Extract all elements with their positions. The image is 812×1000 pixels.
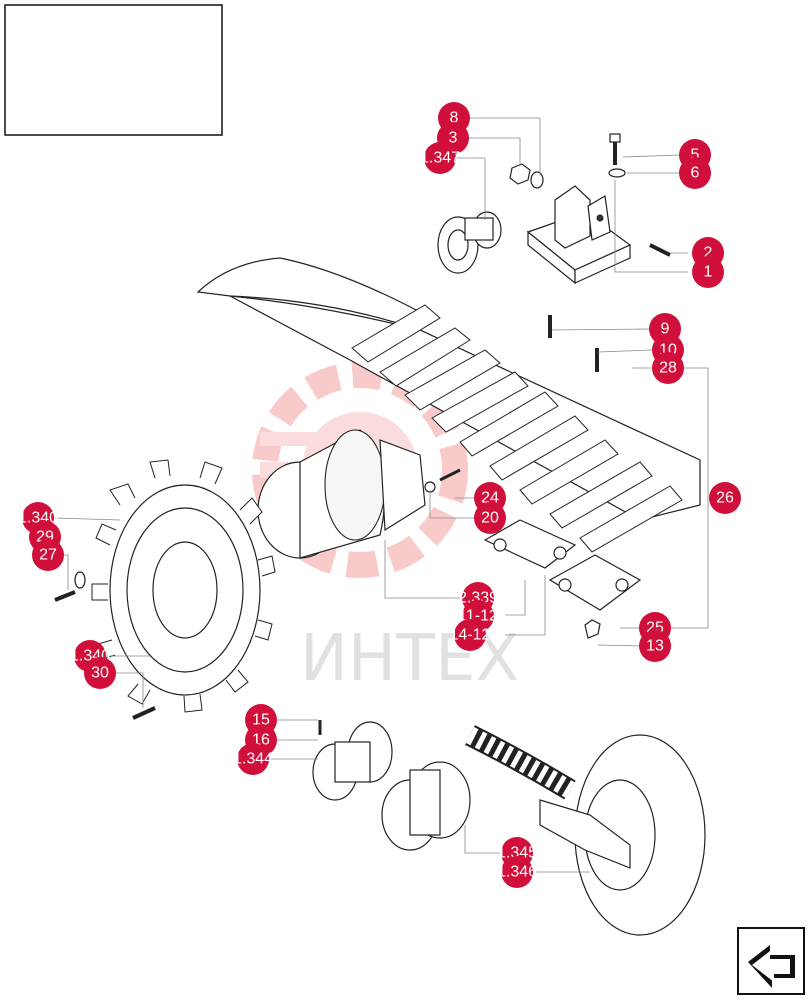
- callout-label: 5: [691, 147, 700, 164]
- callout-label: 2: [704, 245, 713, 262]
- callout-label: 28: [659, 360, 677, 377]
- callout-1346[interactable]: 1.346: [497, 856, 537, 888]
- callout-1347[interactable]: 1.347: [420, 142, 460, 174]
- recoil-spring: [465, 725, 576, 800]
- callout-1[interactable]: 1: [692, 256, 724, 288]
- track-bolts: [548, 315, 599, 372]
- callout-marker: [424, 142, 456, 174]
- callout-label: 1.344: [233, 751, 273, 768]
- callout-marker: [679, 157, 711, 189]
- callout-marker: [84, 657, 116, 689]
- callout-26[interactable]: 26: [709, 482, 741, 514]
- callout-label: 13: [646, 638, 664, 655]
- callout-label: 20: [481, 510, 499, 527]
- title-box: [4, 4, 223, 136]
- callout-label: 1: [704, 264, 713, 281]
- callout-label: 27: [39, 547, 57, 564]
- callout-marker: [237, 743, 269, 775]
- callout-marker: [652, 352, 684, 384]
- track-link: [548, 554, 642, 639]
- callout-marker: [639, 630, 671, 662]
- callout-marker: [474, 502, 506, 534]
- callout-label: 2.339: [458, 590, 498, 607]
- callout-6[interactable]: 6: [679, 157, 711, 189]
- callout-13[interactable]: 13: [639, 630, 671, 662]
- roller-bracket: [526, 185, 632, 285]
- callout-label: 1.347: [420, 150, 460, 167]
- next-page-arrow-icon: [748, 945, 795, 988]
- carrier-roller: [437, 211, 502, 274]
- callout-20[interactable]: 20: [474, 502, 506, 534]
- callout-label: 9: [661, 321, 670, 338]
- idler-wheel: [539, 734, 706, 936]
- callout-label: 6: [691, 165, 700, 182]
- lower-roller: [381, 761, 471, 851]
- callout-label: 14-12: [450, 627, 491, 644]
- callout-marker: [32, 539, 64, 571]
- track-shoe-assembly: [196, 257, 701, 553]
- callout-marker: [709, 482, 741, 514]
- bracket-bolts: [608, 133, 671, 257]
- callout-marker: [454, 619, 486, 651]
- callout-label: 24: [481, 490, 499, 507]
- callout-label: 8: [450, 110, 459, 127]
- callout-28[interactable]: 28: [652, 352, 684, 384]
- callout-14-12[interactable]: 14-12: [450, 619, 491, 651]
- track-link-master: [483, 519, 577, 569]
- callout-marker: [501, 856, 533, 888]
- callout-label: 1.346: [497, 864, 537, 881]
- sprocket: [91, 459, 276, 713]
- callout-27[interactable]: 27: [32, 539, 64, 571]
- track-roller: [312, 720, 393, 801]
- final-drive: [257, 429, 461, 559]
- callout-1344[interactable]: 1.344: [233, 743, 273, 775]
- callout-label: 26: [716, 490, 734, 507]
- next-page-button[interactable]: [737, 927, 805, 995]
- nut-and-washer: [509, 163, 544, 189]
- callout-30[interactable]: 30: [84, 657, 116, 689]
- callout-label: 3: [449, 130, 458, 147]
- sprocket-bolts: [54, 571, 156, 720]
- callout-label: 1.345: [497, 845, 537, 862]
- callout-label: 30: [91, 665, 109, 682]
- callout-label: 15: [252, 712, 270, 729]
- callout-marker: [692, 256, 724, 288]
